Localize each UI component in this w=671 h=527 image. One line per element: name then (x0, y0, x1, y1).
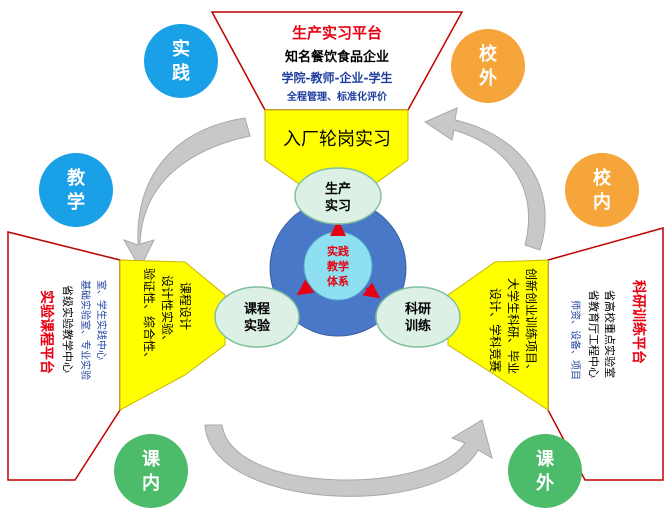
circle-on-campus-c2: 内 (593, 191, 611, 213)
circle-off-campus-c2: 外 (479, 67, 497, 89)
research-training-box: 创新创业训练项目、 大学生科研、毕业 设计、学科竞赛 (447, 259, 549, 411)
circle-in-class-c1: 课 (142, 449, 161, 470)
arrow-to-right-node (362, 282, 381, 299)
production-platform-panel: 生产实习平台 知名餐饮食品企业 学院-教师-企业-学生 全程管理、标准化评价 (210, 11, 464, 111)
top-yellow-label: 入厂轮岗实习 (283, 129, 391, 150)
center-label-3: 体系 (327, 274, 349, 288)
circle-practice-c2: 践 (172, 62, 190, 84)
left-yellow-line3: 课程设计 (178, 282, 193, 330)
circle-off-campus-c1: 校 (479, 43, 498, 65)
circle-off-campus: 校 外 (451, 29, 525, 103)
left-yellow-line2: 设计性实验、 (160, 275, 175, 347)
top-panel-title: 生产实习平台 (292, 24, 382, 42)
circle-teaching-c1: 教 (67, 167, 86, 189)
node-left-line2: 实验 (244, 318, 271, 334)
right-panel-line2: 省教育厅工程中心 (587, 290, 601, 378)
node-top-line1: 生产 (325, 181, 351, 197)
left-panel-title: 实验课程平台 (38, 290, 55, 374)
top-panel-enterprise: 知名餐饮食品企业 (285, 49, 389, 65)
node-right-line2: 训练 (405, 318, 431, 334)
node-top-line2: 实习 (325, 198, 351, 214)
circle-practice-c1: 实 (172, 38, 190, 60)
circle-on-campus-c1: 校 (593, 167, 612, 189)
right-panel-title: 科研训练平台 (630, 280, 647, 364)
experiment-platform-panel: 实验课程平台 省级实验教学中心 基础实验室、专业实验 室、学生实践中心 (7, 231, 121, 481)
circle-extracurricular-c2: 外 (536, 472, 554, 494)
top-panel-line3: 学院-教师-企业-学生 (282, 70, 393, 85)
arrow-bottom-cycle (204, 419, 493, 497)
node-course-experiment: 课程 实验 (214, 286, 300, 348)
circle-practice: 实 践 (144, 24, 218, 98)
arrow-to-left-node (296, 279, 315, 296)
left-panel-line3: 室、学生实践中心 (95, 280, 108, 360)
arrow-top-right-cycle (423, 107, 546, 251)
top-panel-line4: 全程管理、标准化评价 (286, 90, 388, 103)
left-panel-line1: 省级实验教学中心 (61, 285, 75, 373)
circle-on-campus: 校 内 (565, 153, 639, 227)
circle-in-class-c2: 内 (142, 472, 160, 494)
arrow-top-left-cycle (122, 117, 251, 270)
center-label-1: 实践 (327, 244, 349, 258)
center-label-2: 教学 (326, 259, 349, 273)
circle-teaching: 教 学 (39, 153, 113, 227)
left-panel-line2: 基础实验室、专业实验 (79, 280, 92, 380)
left-yellow-line1: 验证性、综合性、 (142, 268, 157, 364)
center-hub: 实践 教学 体系 (269, 199, 407, 337)
course-experiment-box: 验证性、综合性、 设计性实验、 课程设计 (119, 259, 226, 411)
cycle-arrows (122, 107, 546, 497)
node-research-training: 科研 训练 (375, 286, 461, 348)
circle-extracurricular: 课 外 (508, 434, 582, 508)
right-yellow-line3: 设计、学科竞赛 (488, 288, 503, 372)
right-panel-line1: 省高校重点实验室 (603, 290, 617, 378)
node-production-internship: 生产 实习 (294, 167, 382, 225)
circle-in-class: 课 内 (114, 434, 188, 508)
left-panel-shape (7, 231, 121, 481)
right-yellow-line2: 大学生科研、毕业 (506, 278, 521, 374)
right-yellow-line1: 创新创业训练项目、 (524, 268, 539, 376)
circle-extracurricular-c1: 课 (536, 449, 555, 470)
left-yellow-shape (119, 259, 226, 411)
node-right-line1: 科研 (405, 301, 431, 317)
research-platform-panel: 科研训练平台 省高校重点实验室 省教育厅工程中心 师资、设备、项目 (547, 227, 664, 481)
circle-teaching-c2: 学 (67, 191, 85, 213)
node-left-line1: 课程 (244, 302, 270, 317)
right-yellow-shape (447, 259, 549, 411)
right-panel-line3: 师资、设备、项目 (569, 300, 582, 380)
